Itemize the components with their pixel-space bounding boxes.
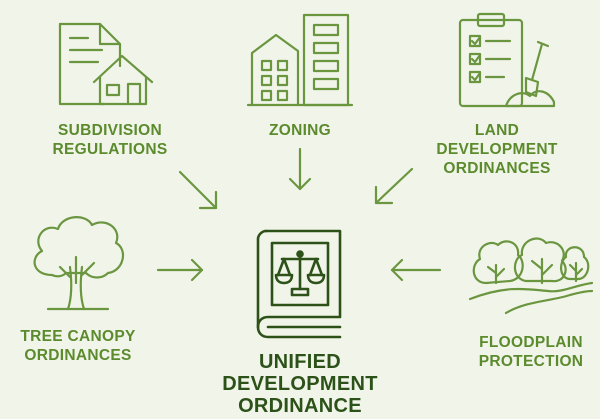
clipboard-shovel-icon: [458, 12, 558, 110]
label-zoning: ZONING: [268, 122, 332, 139]
label-unified-development-ordinance: UNIFIED DEVELOPMENT ORDINANCE: [222, 351, 378, 417]
law-book-scales-icon: [254, 227, 346, 339]
label-land-development-ordinances: LAND DEVELOPMENT ORDINANCES: [436, 122, 558, 177]
tree-icon: [22, 213, 132, 313]
buildings-icon: [246, 13, 358, 109]
house-document-icon: [58, 22, 158, 108]
trees-river-icon: [466, 225, 596, 315]
arrow-subdivision-to-center: [176, 168, 222, 214]
arrow-zoning-to-center: [288, 147, 312, 193]
label-floodplain-protection: FLOODPLAIN PROTECTION: [478, 334, 584, 370]
label-subdivision-regulations: SUBDIVISION REGULATIONS: [52, 122, 168, 158]
arrow-tree-canopy-to-center: [156, 258, 206, 282]
label-tree-canopy-ordinances: TREE CANOPY ORDINANCES: [20, 328, 136, 364]
arrow-floodplain-to-center: [388, 258, 442, 282]
arrow-land-development-to-center: [370, 165, 416, 209]
